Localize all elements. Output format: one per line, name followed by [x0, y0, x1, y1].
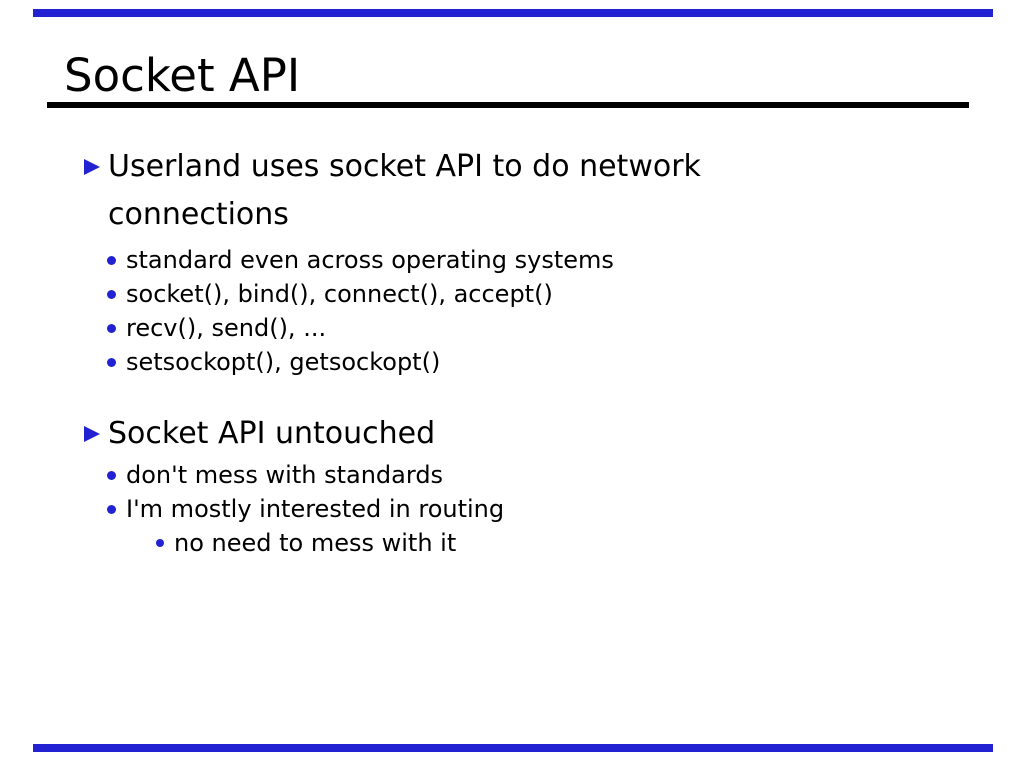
bullet-item: don't mess with standards [107, 458, 1024, 492]
bullet-item: recv(), send(), ... [107, 311, 1024, 345]
bullet-item: setsockopt(), getsockopt() [107, 345, 1024, 379]
dot-bullet-icon [107, 505, 116, 514]
top-accent-bar [33, 9, 993, 17]
bullet-text: socket(), bind(), connect(), accept() [126, 280, 553, 308]
triangle-bullet-icon [84, 159, 100, 175]
dot-bullet-icon [156, 539, 164, 547]
bullet-text: Socket API untouched [108, 416, 436, 451]
bullet-text: setsockopt(), getsockopt() [126, 348, 441, 376]
bullet-item: socket(), bind(), connect(), accept() [107, 277, 1024, 311]
bottom-accent-bar [33, 744, 993, 752]
title-underline [47, 102, 969, 108]
dot-bullet-icon [107, 358, 116, 367]
bullet-text: don't mess with standards [126, 461, 444, 489]
bullet-text: no need to mess with it [174, 529, 457, 557]
bullet-item: standard even across operating systems [107, 243, 1024, 277]
triangle-bullet-icon [84, 426, 100, 442]
slide-content: Userland uses socket API to do network c… [0, 143, 1024, 560]
bullet-text: standard even across operating systems [126, 246, 614, 274]
bullet-item: I'm mostly interested in routing [107, 492, 1024, 526]
bullet-text: Userland uses socket API to do network c… [108, 149, 701, 232]
bullet-text: I'm mostly interested in routing [126, 495, 505, 523]
bullet-item: no need to mess with it [156, 526, 1024, 560]
bullet-item: Userland uses socket API to do network c… [84, 143, 1024, 239]
bullet-item: Socket API untouched [84, 410, 1024, 458]
dot-bullet-icon [107, 324, 116, 333]
page-title: Socket API [64, 49, 301, 102]
dot-bullet-icon [107, 471, 116, 480]
dot-bullet-icon [107, 256, 116, 265]
dot-bullet-icon [107, 290, 116, 299]
bullet-text: recv(), send(), ... [126, 314, 327, 342]
